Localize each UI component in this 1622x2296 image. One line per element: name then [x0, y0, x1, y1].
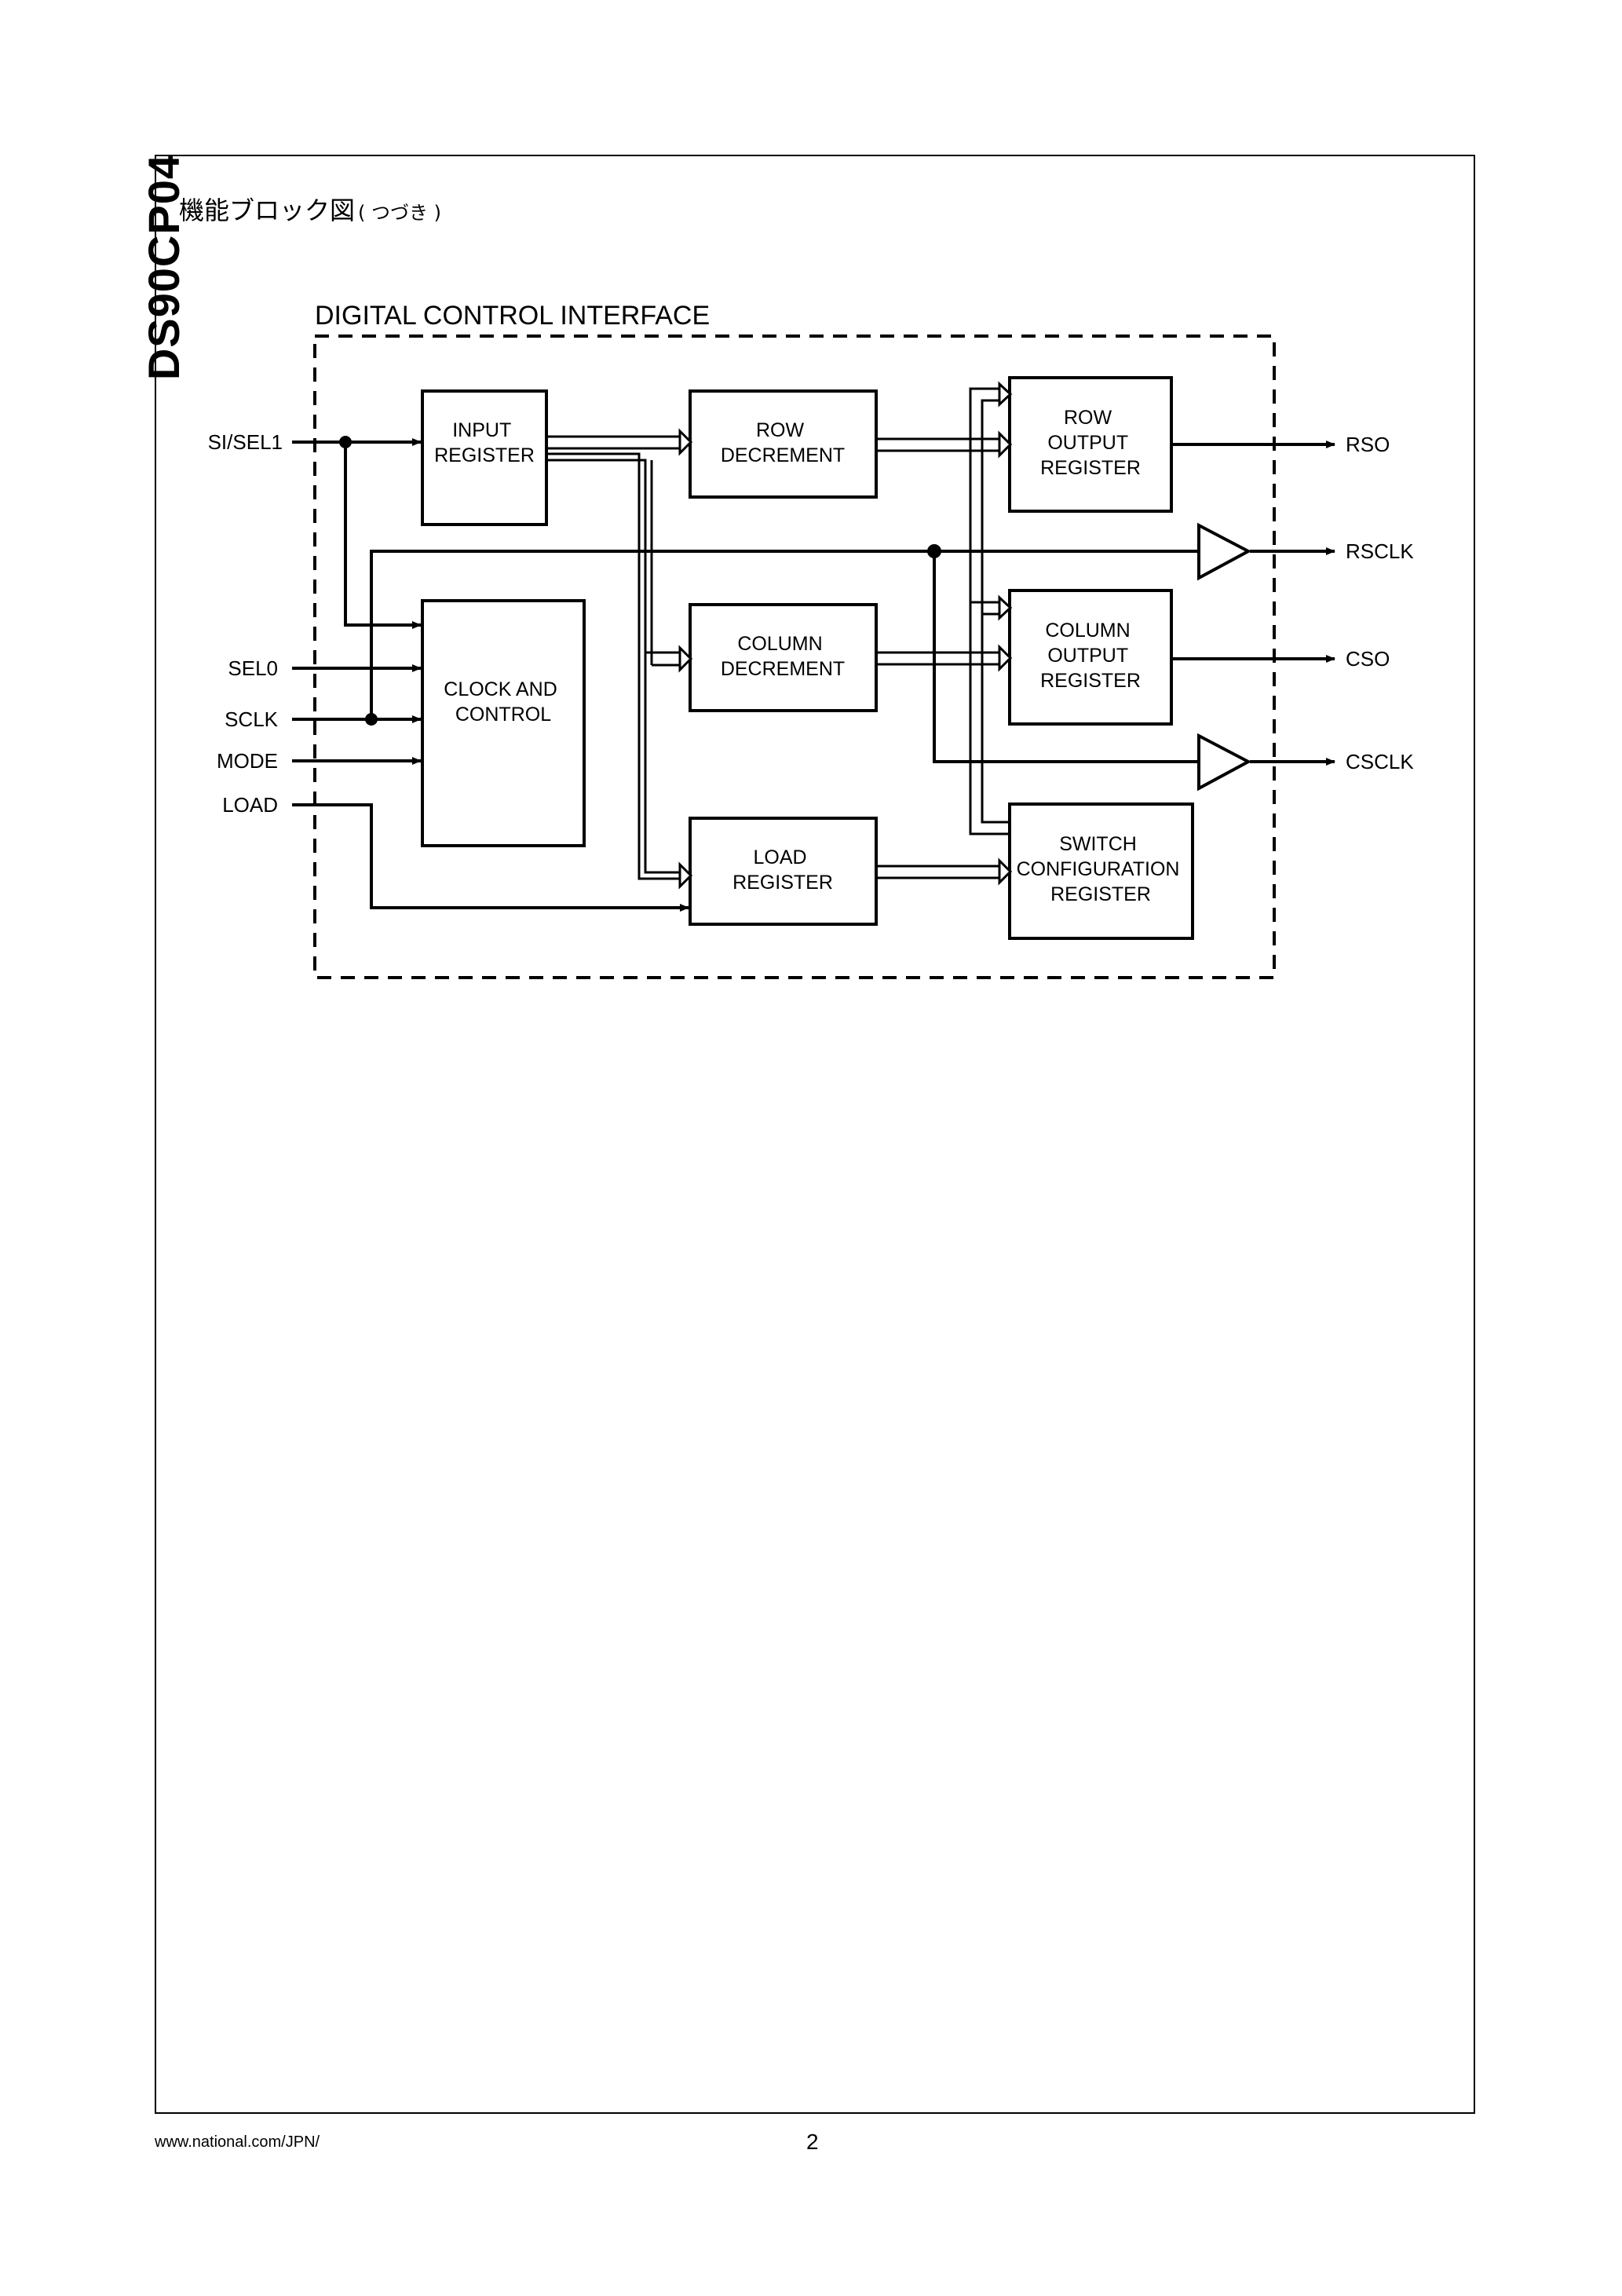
output-label-rso: RSO	[1346, 433, 1390, 456]
load-register-label-2: REGISTER	[732, 872, 833, 894]
column-output-register-label-3: REGISTER	[1040, 670, 1141, 692]
footer-url: www.national.com/JPN/	[155, 2133, 320, 2151]
row-output-register-block: ROW OUTPUT REGISTER	[1008, 376, 1173, 513]
output-wires	[1173, 441, 1335, 766]
input-label-mode: MODE	[217, 749, 278, 773]
section-heading: 機能ブロック図( つづき )	[179, 191, 441, 227]
column-decrement-label-1: COLUMN	[737, 633, 822, 655]
column-output-register-label-1: COLUMN	[1045, 620, 1130, 642]
clock-and-control-label-2: CONTROL	[455, 704, 551, 726]
column-output-register-block: COLUMN OUTPUT REGISTER	[1008, 589, 1173, 726]
clock-and-control-label-1: CLOCK AND	[444, 678, 557, 700]
input-label-sclk: SCLK	[225, 707, 279, 731]
column-output-register-label-2: OUTPUT	[1047, 645, 1128, 667]
input-register-label-2: REGISTER	[434, 444, 535, 466]
switch-config-label-1: SWITCH	[1059, 833, 1137, 855]
svg-text:COLUMN OUTPUT: COLUMN OUTPUT REGISTER	[1040, 620, 1141, 692]
switch-config-label-3: REGISTER	[1050, 883, 1151, 905]
input-label-si-sel1: SI/SEL1	[208, 430, 283, 454]
row-decrement-label-1: ROW	[756, 419, 805, 441]
output-label-rsclk: RSCLK	[1346, 539, 1414, 563]
interface-boundary	[313, 335, 1276, 979]
column-decrement-label-2: DECREMENT	[721, 658, 845, 680]
diagram-title: DIGITAL CONTROL INTERFACE	[315, 301, 710, 331]
junction-dots	[339, 436, 941, 726]
input-register-block: INPUT REGISTER	[421, 389, 548, 526]
input-register-label-1: INPUT	[452, 419, 511, 441]
column-decrement-block: COLUMN DECREMENT	[689, 603, 878, 712]
bus-arrowheads	[678, 381, 1013, 890]
content-frame	[155, 155, 1475, 2114]
page-number: 2	[806, 2130, 819, 2154]
output-label-csclk: CSCLK	[1346, 750, 1414, 773]
row-output-register-label-1: ROW	[1064, 407, 1112, 429]
section-heading-text: 機能ブロック図	[179, 196, 356, 225]
row-output-register-label-3: REGISTER	[1040, 457, 1141, 479]
svg-text:CLOCK AND CONTROL: CLOCK AND CONTROL	[444, 678, 562, 726]
section-heading-suffix: ( つづき )	[358, 202, 441, 224]
input-wires	[292, 438, 1197, 912]
svg-text:COLUMN DECREMENT: COLUMN DECREMENT	[721, 633, 845, 680]
switch-config-label-2: CONFIGURATION	[1017, 858, 1180, 880]
row-decrement-block: ROW DECREMENT	[689, 389, 878, 499]
csclk-buffer-icon	[1197, 733, 1252, 792]
load-register-label-1: LOAD	[753, 846, 806, 868]
rsclk-buffer-icon	[1197, 522, 1252, 581]
output-pin-labels: RSO RSCLK CSO CSCLK	[1346, 433, 1414, 773]
svg-text:LOAD REGISTER: LOAD REGISTER	[732, 846, 833, 894]
output-label-cso: CSO	[1346, 647, 1390, 671]
svg-text:ROW DECREMENT: ROW DECREMENT	[721, 419, 845, 466]
input-label-sel0: SEL0	[228, 656, 278, 680]
input-label-load: LOAD	[222, 793, 278, 817]
input-pin-labels: SI/SEL1 SEL0 SCLK MODE LOAD	[208, 430, 283, 817]
clock-and-control-block: CLOCK AND CONTROL	[421, 599, 586, 847]
load-register-block: LOAD REGISTER	[689, 817, 878, 926]
svg-text:ROW OUTPUT REG: ROW OUTPUT REGISTER	[1040, 407, 1141, 479]
svg-text:INPUT REGISTER: INPUT REGISTER	[434, 419, 535, 466]
row-output-register-label-2: OUTPUT	[1047, 432, 1128, 454]
svg-text:SWITCH CONFIGURATION: SWITCH CONFIGURATION REGISTER	[1017, 833, 1185, 905]
row-decrement-label-2: DECREMENT	[721, 444, 845, 466]
switch-configuration-register-block: SWITCH CONFIGURATION REGISTER	[1008, 803, 1194, 940]
data-buses	[548, 387, 1010, 880]
